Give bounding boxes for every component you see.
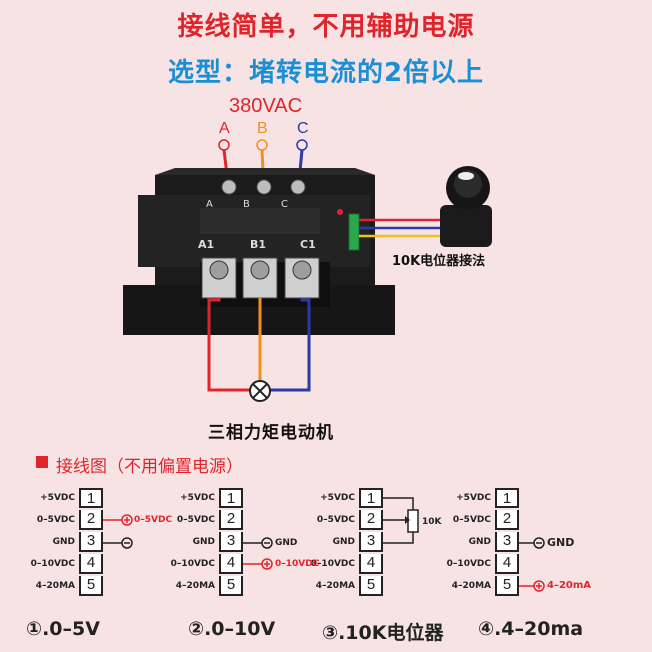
pin-label: 0–10VDC [170, 559, 215, 569]
ssr-module [123, 168, 395, 335]
pin-label: +5VDC [320, 493, 355, 503]
pin-label: GND [468, 537, 491, 547]
pin-number: 2 [495, 510, 519, 530]
pin-label: 0–5VDC [36, 515, 75, 525]
terminal-c1-label: C1 [300, 238, 316, 251]
pin-row: +5VDC 1 [143, 488, 313, 508]
supply-voltage: 380VAC [229, 95, 303, 117]
pin-number: 3 [495, 532, 519, 552]
terminal-block-3: +5VDC 1 0–5VDC 2 GND 3 0–10VDC 4 4–20MA 5 [283, 488, 453, 598]
phase-b-label: B [257, 120, 268, 137]
pin-row: 0–10VDC 4 [143, 554, 313, 574]
terminal-c-label: C [281, 199, 288, 210]
pin-number: 5 [79, 576, 103, 596]
phase-a-label: A [219, 120, 230, 137]
pin-row: 0–5VDC 2 [283, 510, 453, 530]
pin-label: 0–10VDC [446, 559, 491, 569]
terminal-a-label: A [206, 199, 213, 210]
pin-label: +5VDC [456, 493, 491, 503]
pin-row: GND 3 [3, 532, 173, 552]
pin-row: 4–20MA 5 [283, 576, 453, 596]
pin-number: 4 [359, 554, 383, 574]
d3-potentiometer-wiring [383, 497, 419, 544]
pin-row: 0–10VDC 4 [283, 554, 453, 574]
pin-label: 4–20MA [175, 581, 215, 591]
pin-number: 5 [495, 576, 519, 596]
pin-label: GND [192, 537, 215, 547]
pin-row: 0–5VDC 2 [419, 510, 589, 530]
motor-symbol-icon [249, 380, 271, 402]
pin-number: 5 [219, 576, 243, 596]
pin-label: 0–5VDC [316, 515, 355, 525]
pin-label: +5VDC [180, 493, 215, 503]
pin-row: +5VDC 1 [283, 488, 453, 508]
d3-pot-value: 10K [422, 517, 443, 527]
terminal-block-2: +5VDC 1 0–5VDC 2 GND 3 0–10VDC 4 4–20MA 5 [143, 488, 313, 598]
terminal-screw-icon [221, 179, 306, 195]
pin-label: GND [52, 537, 75, 547]
pin-row: 0–5VDC 2 [3, 510, 173, 530]
terminal-block-1: +5VDC 1 0–5VDC 2 GND 3 0–10VDC 4 4–20MA 5 [3, 488, 173, 598]
pin-number: 5 [359, 576, 383, 596]
pin-number: 2 [219, 510, 243, 530]
d1-signal-label: 0–5VDC [134, 515, 173, 525]
pin-label: 0–10VDC [310, 559, 355, 569]
pin-row: 4–20MA 5 [3, 576, 173, 596]
pin-label: 4–20MA [451, 581, 491, 591]
pin-number: 2 [359, 510, 383, 530]
wire-a-out [207, 298, 250, 392]
caption-0-5v: ①.0–5V [26, 618, 100, 640]
pin-number: 3 [359, 532, 383, 552]
pin-row: +5VDC 1 [3, 488, 173, 508]
pin-label: 0–5VDC [176, 515, 215, 525]
pin-row: 0–10VDC 4 [419, 554, 589, 574]
pin-number: 1 [359, 488, 383, 508]
section-title: 接线图（不用偏置电源） [56, 457, 243, 477]
terminal-b1-label: B1 [250, 238, 266, 251]
pin-label: +5VDC [40, 493, 75, 503]
d2-gnd-label: GND [275, 538, 298, 548]
ac-symbol-icon [218, 139, 308, 151]
pin-row: GND 3 [283, 532, 453, 552]
d2-signal-label: 0–10VDC [275, 559, 320, 569]
caption-4-20ma: ④.4–20ma [478, 618, 584, 640]
pin-number: 4 [495, 554, 519, 574]
pin-number: 2 [79, 510, 103, 530]
potentiometer-icon [440, 166, 492, 247]
d4-signal-label: 4–20mA [547, 580, 592, 591]
terminal-a1-label: A1 [198, 238, 214, 251]
pin-number: 1 [495, 488, 519, 508]
pin-number: 1 [219, 488, 243, 508]
potentiometer-label: 10K电位器接法 [392, 254, 486, 269]
caption-0-10v: ②.0–10V [188, 618, 276, 640]
caption-10k-pot: ③.10K电位器 [322, 622, 444, 644]
phase-c-label: C [297, 120, 309, 137]
d4-gnd-label: GND [547, 536, 575, 549]
pin-row: 4–20MA 5 [143, 576, 313, 596]
pin-row: 0–5VDC 2 [143, 510, 313, 530]
pin-label: GND [332, 537, 355, 547]
pin-number: 3 [79, 532, 103, 552]
headline: 接线简单，不用辅助电源 [177, 12, 475, 42]
wire-c-out [270, 298, 311, 392]
pin-row: GND 3 [143, 532, 313, 552]
pin-number: 3 [219, 532, 243, 552]
pin-label: 4–20MA [315, 581, 355, 591]
pin-row: 4–20MA 5 [419, 576, 589, 596]
pin-row: 0–10VDC 4 [3, 554, 173, 574]
subheadline: 选型：堵转电流的2倍以上 [167, 58, 485, 88]
pin-row: GND 3 [419, 532, 589, 552]
terminal-b-label: B [243, 199, 250, 210]
section-bullet-icon [36, 456, 48, 468]
pin-number: 4 [79, 554, 103, 574]
pin-number: 4 [219, 554, 243, 574]
pin-number: 1 [79, 488, 103, 508]
pin-label: 4–20MA [35, 581, 75, 591]
pin-label: 0–10VDC [30, 559, 75, 569]
terminal-block-4: +5VDC 1 0–5VDC 2 GND 3 0–10VDC 4 4–20MA 5 [419, 488, 589, 598]
pin-label: 0–5VDC [452, 515, 491, 525]
motor-label: 三相力矩电动机 [208, 423, 334, 443]
pin-row: +5VDC 1 [419, 488, 589, 508]
